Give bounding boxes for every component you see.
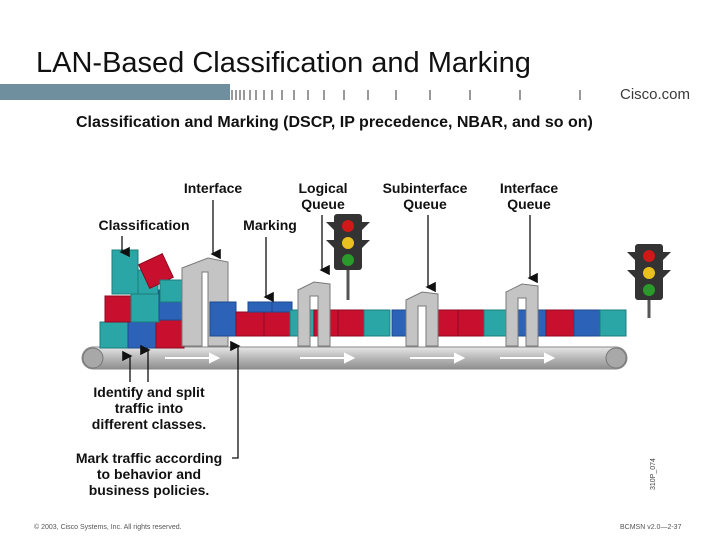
slide-title: LAN-Based Classification and Marking [36,47,531,79]
label-classification: Classification [98,217,190,233]
traffic-light-icon [326,214,370,300]
footer-course: BCMSN v2.0—2-37 [620,524,682,531]
subinterface-queue-gate [405,291,439,347]
footer-copyright: © 2003, Cisco Systems, Inc. All rights r… [34,524,182,531]
label-marking: Marking [243,217,297,233]
classification-packet-pile [99,249,185,349]
note-identify: Identify and split traffic into differen… [91,384,207,432]
diagram-subtitle: Classification and Marking (DSCP, IP pre… [76,114,593,131]
brand-label: Cisco.com [620,86,691,103]
figure-code: 310P_074 [650,458,657,490]
label-interface-queue: Interface Queue [499,180,559,212]
label-logical-queue: Logical Queue [298,180,348,212]
label-subinterface-queue: Subinterface Queue [382,180,468,212]
conveyor-belt [81,346,628,370]
traffic-light-icon [627,244,671,318]
interface-queue-gate [505,283,539,347]
note-mark: Mark traffic according to behavior and b… [75,450,223,498]
label-interface: Interface [183,180,243,196]
logical-queue-gate [297,281,331,347]
callout-arrows [119,200,538,459]
header-bar [0,84,581,100]
